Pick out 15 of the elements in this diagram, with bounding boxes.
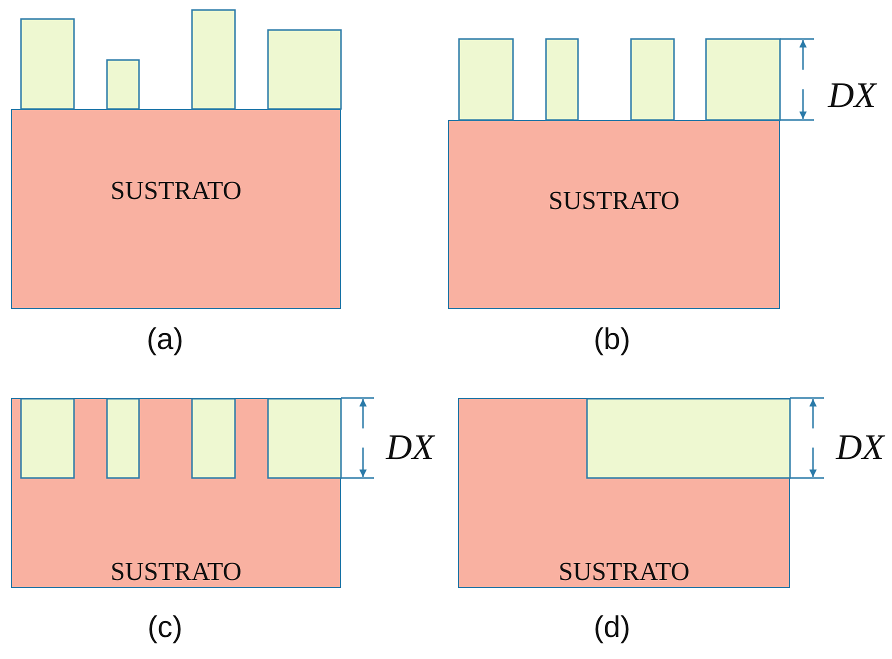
dimension-label: DX <box>828 77 876 113</box>
substrate-label: SUSTRATO <box>110 559 242 585</box>
dimension-label: DX <box>836 429 884 465</box>
substrate-block <box>11 398 341 588</box>
substrate-label: SUSTRATO <box>548 188 680 214</box>
substrate-block <box>448 120 780 309</box>
panel-label: (c) <box>148 613 182 643</box>
dimension-label: DX <box>386 429 434 465</box>
substrate-label: SUSTRATO <box>558 559 690 585</box>
substrate-block <box>458 398 790 588</box>
panel-label: (a) <box>146 325 184 355</box>
substrate-block <box>11 109 341 309</box>
panel-label: (b) <box>594 325 630 355</box>
substrate-label: SUSTRATO <box>110 178 242 204</box>
panel-label: (d) <box>594 613 630 643</box>
